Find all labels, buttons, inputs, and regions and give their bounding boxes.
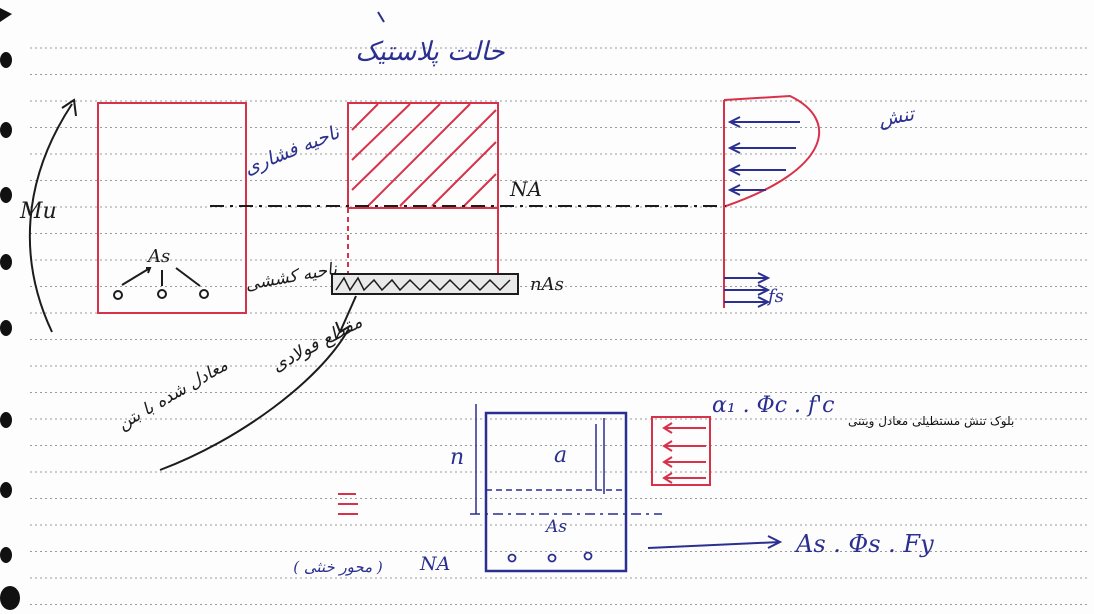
fs-label: fs [766, 286, 784, 307]
steel-section-pointer [335, 295, 357, 334]
lower-steel-label: As [544, 517, 567, 537]
a-dimension [595, 418, 605, 494]
concrete-block-arrows [662, 422, 706, 484]
n-label: n [450, 445, 464, 470]
transformed-steel-label: nAs [530, 274, 564, 295]
lower-na-label: NA [419, 553, 450, 575]
equivalent-label: معادل شده با بتن [115, 355, 232, 434]
stress-label: تنش [877, 103, 917, 131]
compression-hatch [351, 103, 497, 207]
strip-scribble [335, 276, 511, 292]
moment-label: Mu [19, 199, 57, 224]
compression-zone-label: ناحیه فشاری [241, 121, 343, 179]
moment-arrow [28, 103, 73, 333]
moment-arrowhead [61, 98, 77, 117]
whitney-section [484, 411, 628, 573]
rebar-group [113, 267, 209, 300]
title-mark [377, 11, 385, 23]
concrete-stress-block [651, 416, 711, 486]
lower-na-note: ( محور خنثی ) [293, 558, 383, 576]
whitney-note: بلوک تنش مستطیلی معادل ویتنی [848, 414, 1014, 429]
tension-zone-label: ناحیه کششی [244, 259, 340, 295]
a-label: a [554, 443, 567, 468]
neutral-axis-label: NA [509, 177, 542, 201]
page-title: حالت پلاستیک [355, 37, 505, 67]
steel-force-arrow [647, 535, 783, 549]
lower-rebar-group [507, 551, 593, 563]
beam-section [97, 102, 247, 314]
binder-holes [0, 8, 20, 610]
transformed-section [347, 102, 499, 276]
concrete-force-label: α₁ . Φc . f'c [712, 393, 835, 418]
steel-force-label: As . Φs . Fy [794, 530, 934, 558]
equivalent-curve [159, 329, 349, 471]
steel-section-label: مقطع فولادی [268, 311, 366, 376]
steel-label: As [146, 246, 170, 267]
equivalence-sign [338, 493, 358, 515]
stress-arrows [724, 116, 800, 308]
